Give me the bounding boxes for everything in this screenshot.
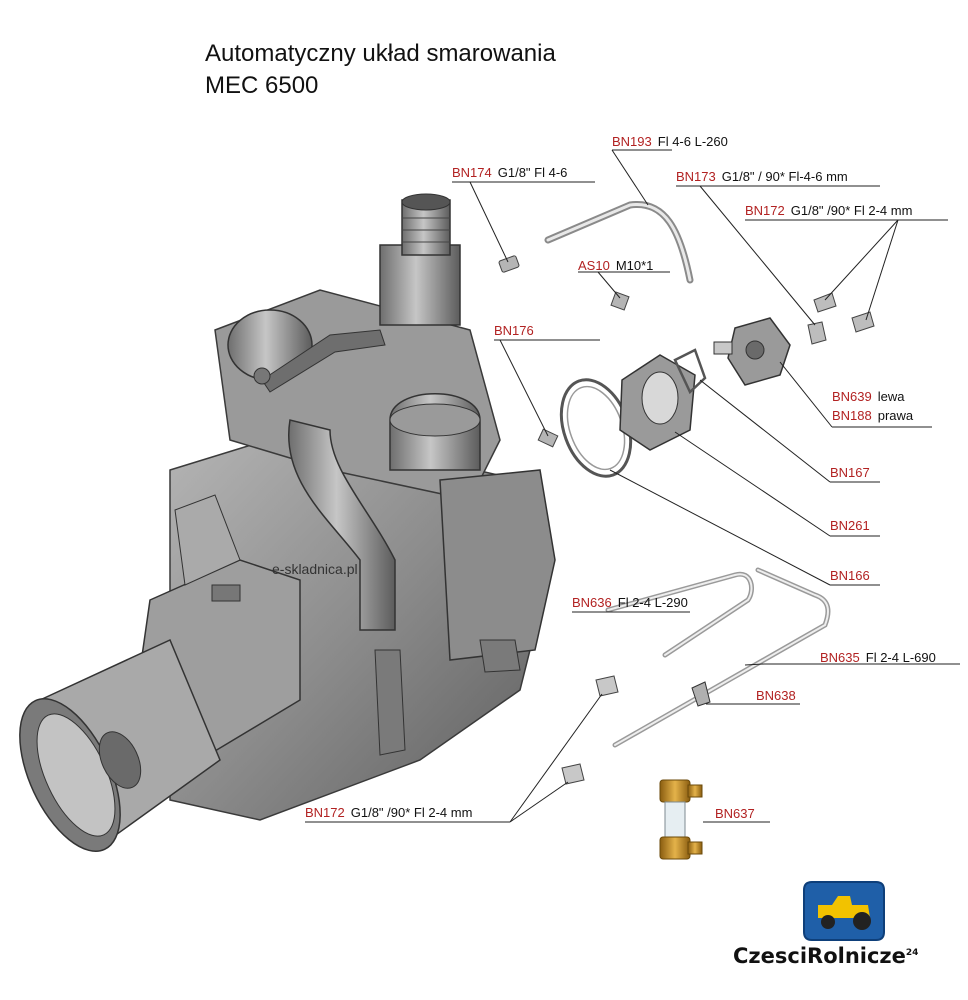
part-label-bn637: BN637 [715,806,755,822]
part-label-bn636: BN636 Fl 2-4 L-290 [572,595,688,611]
part-spec: G1/8" / 90* Fl-4-6 mm [721,169,848,184]
sight-glass-bn637 [659,779,703,860]
part-code: BN638 [756,688,796,703]
part-code: BN176 [494,323,534,338]
part-code: BN172 [745,203,785,218]
pump-body [19,193,556,852]
part-code: BN637 [715,806,755,821]
part-spec: Fl 4-6 L-260 [657,134,728,149]
part-code: AS10 [578,258,610,273]
part-spec: G1/8" /90* Fl 2-4 mm [790,203,913,218]
part-label-bn166: BN166 [830,568,870,584]
part-label-bn167: BN167 [830,465,870,481]
part-code: BN639 [832,389,872,404]
part-label-bn638: BN638 [756,688,796,704]
part-code: BN167 [830,465,870,480]
part-spec: Fl 2-4 L-690 [865,650,936,665]
part-label-bn173: BN173 G1/8" / 90* Fl-4-6 mm [676,169,848,185]
part-spec: Fl 2-4 L-290 [617,595,688,610]
part-code: BN635 [820,650,860,665]
clip-bn638 [691,681,711,707]
part-label-bn261: BN261 [830,518,870,534]
brand-sup: 24 [905,948,919,958]
brand-name-part-a: Czesci [733,944,808,968]
part-code: BN261 [830,518,870,533]
part-spec: lewa [877,389,905,404]
part-spec: prawa [877,408,914,423]
part-spec: G1/8" /90* Fl 2-4 mm [350,805,473,820]
part-code: BN636 [572,595,612,610]
part-code: BN174 [452,165,492,180]
elbow-bn172-bottom [561,675,619,785]
part-code: BN173 [676,169,716,184]
oil-pump-bn639 [713,317,791,386]
part-label-bn172-top: BN172 G1/8" /90* Fl 2-4 mm [745,203,912,219]
nipple-as10 [610,291,630,311]
brand-name-part-b: Rolnicze [807,944,906,968]
part-label-bn174: BN174 G1/8" Fl 4-6 [452,165,567,181]
elbow-bn173 [807,321,827,345]
part-spec: M10*1 [615,258,654,273]
watermark: e-skladnica.pl [272,561,358,577]
diagram-subtitle: MEC 6500 [205,72,319,99]
part-label-bn193: BN193 Fl 4-6 L-260 [612,134,728,150]
gasket-bn167 [673,348,707,395]
part-code: BN193 [612,134,652,149]
fitting-bn176 [537,428,559,448]
part-code: BN166 [830,568,870,583]
part-label-bn176: BN176 [494,323,534,339]
brand-logo-icon [803,881,885,941]
fitting-bn174 [498,255,520,273]
part-label-bn635: BN635 Fl 2-4 L-690 [820,650,936,666]
diagram-title: Automatyczny układ smarowania [205,40,556,67]
part-label-as10: AS10 M10*1 [578,258,653,274]
flange-bn261 [619,354,696,451]
part-label-bn188: BN188 prawa [832,408,913,424]
part-code: BN172 [305,805,345,820]
elbow-bn172-top [813,292,875,333]
leader-lines [305,149,960,823]
part-code: BN188 [832,408,872,423]
part-spec: G1/8" Fl 4-6 [497,165,568,180]
part-label-bn172-bottom: BN172 G1/8" /90* Fl 2-4 mm [305,805,472,821]
part-label-bn639: BN639 lewa [832,389,905,405]
pipe-bn636 [605,571,754,658]
brand-name: CzesciRolnicze24 [733,944,918,968]
